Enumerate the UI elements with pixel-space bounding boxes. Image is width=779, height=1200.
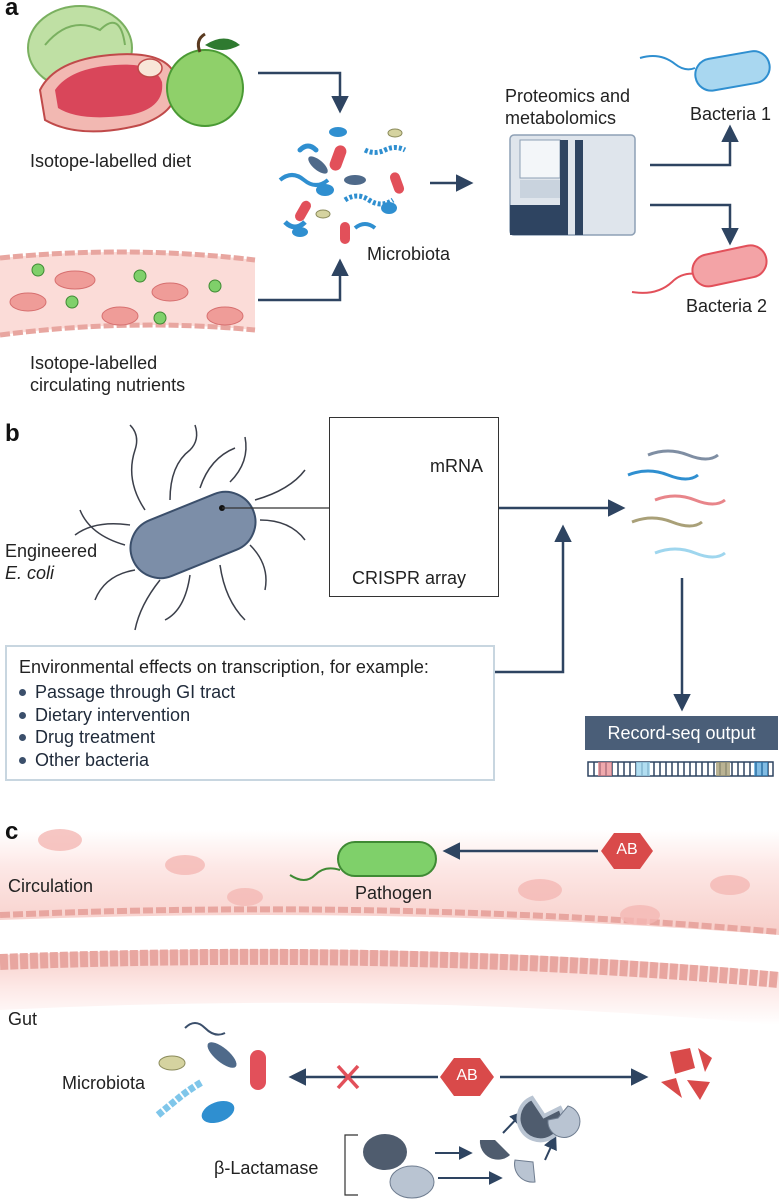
arrow-to-bacteria2: [650, 203, 739, 246]
ab-label-bottom: AB: [456, 1067, 478, 1084]
env-item-label: Drug treatment: [35, 727, 156, 747]
gut-label: Gut: [8, 1009, 38, 1029]
microbiota-cluster-icon: [278, 127, 407, 244]
bacteria2-label: Bacteria 2: [686, 296, 768, 316]
beta-lactamase-icon: [344, 1095, 581, 1199]
bullet-icon: [19, 756, 26, 764]
env-list: Passage through GI tract Dietary interve…: [19, 681, 235, 771]
instrument-label-line2: metabolomics: [505, 108, 617, 128]
bacteria2-icon: [631, 244, 768, 294]
circulation-label: Circulation: [8, 876, 94, 896]
bacteria1-label: Bacteria 1: [690, 104, 772, 124]
env-item-label: Passage through GI tract: [35, 682, 236, 702]
record-seq-output-label: Record-seq output: [585, 716, 778, 750]
bacteria1-icon: [639, 50, 771, 92]
instrument-label-line1: Proteomics and: [505, 86, 631, 106]
arrow-diet-to-microbiota: [258, 71, 349, 114]
circulation-band: [0, 830, 779, 935]
broken-ab-icon: [661, 1048, 712, 1100]
crispr-label: CRISPR array: [352, 568, 467, 588]
gut-microbiota-icon: [155, 1022, 266, 1124]
panel-b-letter: b: [5, 420, 20, 447]
pathogen-icon: [289, 841, 437, 881]
mass-spectrometer-icon: [509, 134, 636, 236]
ab-hexagon-bottom-icon: [440, 1058, 494, 1096]
environmental-effects-box: Environmental effects on transcription, …: [5, 645, 495, 781]
arrow-nutrients-to-microbiota: [258, 258, 349, 302]
arrow-to-bacteria1: [650, 124, 739, 167]
bullet-icon: [19, 734, 26, 741]
circulation-wall: [0, 906, 779, 935]
ecoli-label-line1: Engineered: [5, 541, 98, 561]
circulating-label-line2: circulating nutrients: [30, 375, 186, 395]
ab-label-top: AB: [616, 841, 638, 858]
env-item: Dietary intervention: [19, 704, 235, 727]
panel-a: [0, 5, 771, 338]
diet-label: Isotope-labelled diet: [30, 151, 192, 171]
env-item: Drug treatment: [19, 726, 235, 749]
env-item: Other bacteria: [19, 749, 235, 772]
blood-vessel-icon: [0, 249, 256, 338]
env-title: Environmental effects on transcription, …: [19, 657, 429, 677]
panel-c: [0, 829, 779, 1199]
blocked-cross-icon: [336, 1064, 360, 1090]
record-seq-array-icon: [587, 761, 774, 777]
bullet-icon: [19, 711, 26, 719]
env-item: Passage through GI tract: [19, 681, 235, 704]
bullet-icon: [19, 689, 26, 696]
mrna-label: mRNA: [430, 456, 483, 476]
panel-a-letter: a: [5, 0, 19, 21]
output-transcripts-icon: [627, 449, 726, 559]
arrow-env-to-output: [495, 524, 572, 674]
microbiota-label-c: Microbiota: [62, 1073, 146, 1093]
panel-c-letter: c: [5, 818, 19, 845]
microbiota-label-a: Microbiota: [367, 244, 451, 264]
ecoli-label-line2: E. coli: [5, 563, 55, 583]
env-item-label: Other bacteria: [35, 749, 150, 770]
ab-hexagon-top-icon: [601, 833, 653, 869]
gut-epithelium: [0, 948, 779, 988]
beta-lactamase-label: β-Lactamase: [214, 1158, 319, 1178]
crispr-box: [329, 417, 499, 597]
circulating-label-line1: Isotope-labelled: [30, 353, 158, 373]
food-icon: [27, 5, 244, 133]
ecoli-icon: [74, 424, 306, 631]
pathogen-label: Pathogen: [355, 883, 433, 903]
env-item-label: Dietary intervention: [35, 704, 191, 725]
